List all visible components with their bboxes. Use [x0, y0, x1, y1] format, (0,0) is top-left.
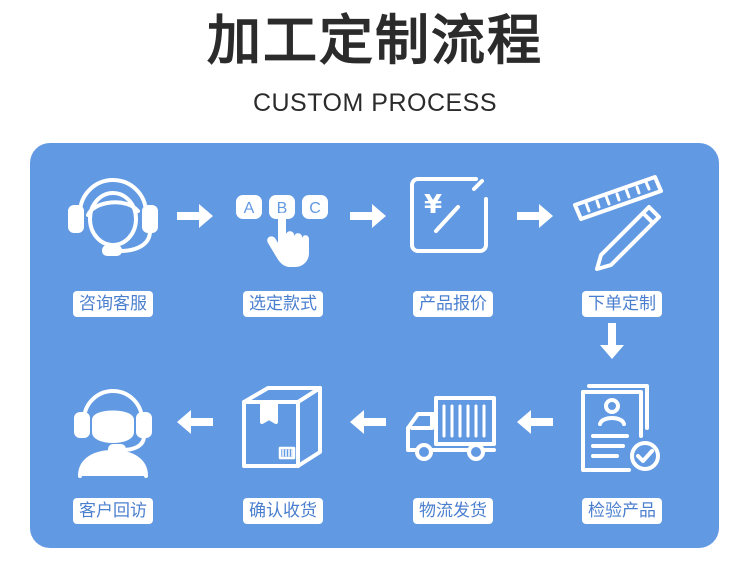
step-label: 产品报价 — [413, 291, 493, 317]
step-confirm-receipt: 确认收货 — [228, 380, 338, 530]
delivery-truck-icon — [398, 380, 508, 480]
step-consult-service: 咨询客服 — [58, 173, 168, 323]
key-b: B — [277, 200, 288, 217]
step-label: 选定款式 — [243, 291, 323, 317]
step-logistics-shipping: 物流发货 — [398, 380, 508, 530]
inspection-document-icon — [567, 380, 677, 480]
process-panel: 咨询客服 A B C 选定款式 ¥ — [30, 143, 719, 548]
package-box-icon — [228, 380, 338, 480]
page-subtitle: CUSTOM PROCESS — [252, 89, 498, 117]
step-place-order: 下单定制 — [567, 173, 677, 323]
arrow-left-icon — [348, 407, 388, 437]
key-a: A — [244, 200, 255, 217]
step-label: 咨询客服 — [73, 291, 153, 317]
ruler-pencil-icon — [567, 173, 677, 273]
step-label: 确认收货 — [243, 498, 323, 524]
yen-symbol: ¥ — [424, 190, 442, 220]
step-inspect-product: 检验产品 — [567, 380, 677, 530]
customer-service-headset-icon — [58, 173, 168, 273]
step-label: 物流发货 — [413, 498, 493, 524]
page-title: 加工定制流程 — [207, 9, 543, 72]
key-c: C — [309, 200, 321, 217]
step-label: 下单定制 — [582, 291, 662, 317]
step-select-style: A B C 选定款式 — [228, 173, 338, 323]
abc-select-hand-icon: A B C — [228, 173, 338, 273]
step-product-quote: ¥ 产品报价 — [398, 173, 508, 323]
yen-price-icon: ¥ — [398, 173, 508, 273]
arrow-left-icon — [175, 407, 215, 437]
arrow-down-icon — [597, 321, 627, 361]
step-customer-follow-up: 客户回访 — [58, 380, 168, 530]
arrow-right-icon — [175, 201, 215, 231]
arrow-right-icon — [348, 201, 388, 231]
return-visit-headset-icon — [58, 380, 168, 480]
step-label: 检验产品 — [582, 498, 662, 524]
arrow-right-icon — [515, 201, 555, 231]
arrow-left-icon — [515, 407, 555, 437]
step-label: 客户回访 — [73, 498, 153, 524]
